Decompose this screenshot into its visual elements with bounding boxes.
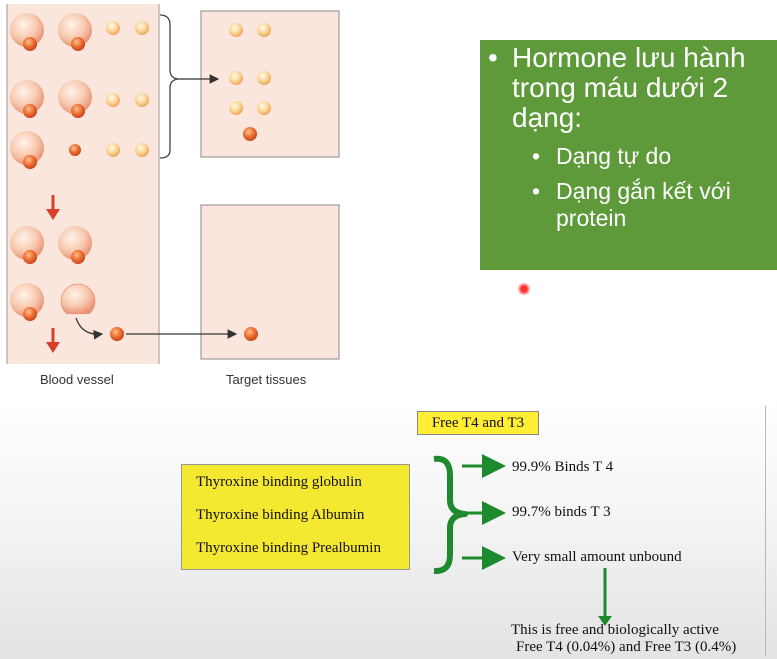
bullet-icon: • (532, 178, 541, 204)
free-hormone (106, 21, 120, 35)
binding-protein-complex (10, 13, 92, 51)
protein-item: Thyroxine binding Prealbumin (196, 540, 381, 556)
blood-vessel-label: Blood vessel (40, 372, 114, 387)
target-tissue-lower (200, 204, 340, 360)
conclusion-line-2: Free T4 (0.04%) and Free T3 (0.4%) (516, 639, 737, 655)
result-t4: 99.9% Binds T 4 (512, 459, 614, 475)
bullet-icon: • (532, 143, 541, 169)
right-divider (765, 406, 766, 656)
bullet-icon: • (488, 42, 498, 73)
binding-proteins-box: Thyroxine binding globulin Thyroxine bin… (181, 464, 410, 570)
result-unbound: Very small amount unbound (512, 549, 682, 565)
sub-bullet: • Dạng gắn kết với protein (532, 178, 777, 232)
free-t4-t3-label: Free T4 and T3 (417, 411, 539, 435)
sub-bullet-text: Dạng gắn kết với protein (556, 178, 731, 231)
green-bracket-arrows (433, 454, 612, 626)
protein-item: Thyroxine binding Albumin (196, 507, 365, 523)
sub-bullet-list: • Dạng tự do • Dạng gắn kết với protein (532, 143, 777, 232)
main-bullet: • Hormone lưu hành trong máu dưới 2 dạng… (488, 43, 777, 133)
target-tissue-upper (200, 10, 340, 158)
hormone-transport-diagram (6, 4, 340, 364)
main-bullet-text: Hormone lưu hành trong máu dưới 2 dạng: (512, 42, 746, 133)
down-arrow-icon (46, 328, 60, 353)
group-brace (159, 14, 179, 159)
laser-pointer-icon (518, 283, 530, 295)
sub-bullet: • Dạng tự do (532, 143, 777, 170)
result-t3: 99.7% binds T 3 (512, 504, 611, 520)
conclusion-line-1: This is free and biologically active (511, 622, 719, 638)
slide-text-box: • Hormone lưu hành trong máu dưới 2 dạng… (480, 40, 777, 270)
protein-item: Thyroxine binding globulin (196, 474, 362, 490)
sub-bullet-text: Dạng tự do (556, 143, 672, 169)
down-arrow-icon (46, 195, 60, 220)
target-tissues-label: Target tissues (226, 372, 307, 387)
